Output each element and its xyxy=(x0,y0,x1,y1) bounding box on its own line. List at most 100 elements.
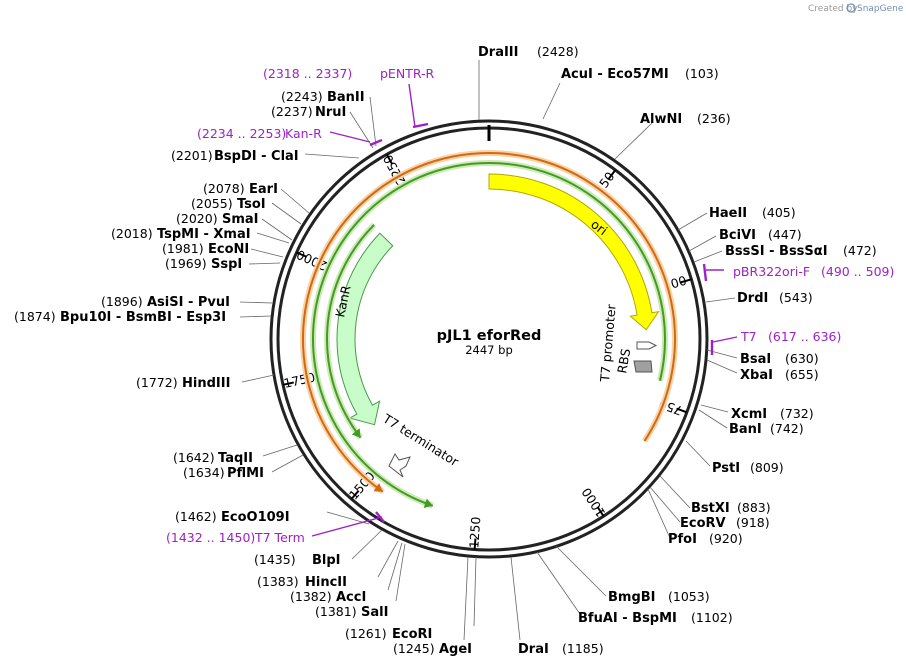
site-drai-pos: (1185) xyxy=(562,641,604,656)
primer-t7-term-range: (1432 .. 1450) xyxy=(166,530,255,545)
t7-promoter xyxy=(636,341,658,350)
leader-agei xyxy=(463,556,469,641)
tick-mark xyxy=(680,278,692,284)
site-bpu10i-pos: (1874) xyxy=(14,309,56,324)
leader-lines xyxy=(239,60,738,641)
site-alwni-pos: (236) xyxy=(697,111,731,126)
site-bmgbi-pos: (1053) xyxy=(668,589,710,604)
site-drdi-pos: (543) xyxy=(779,290,813,305)
site-tspmi: TspMI - XmaI xyxy=(157,227,251,242)
site-smai-pos: (2020) xyxy=(176,211,218,226)
leader-sali xyxy=(395,543,406,602)
site-draiii-pos: (2428) xyxy=(537,44,579,59)
primer-pbr322ori-f: pBR322ori-F xyxy=(733,264,810,279)
feature-ori-arrow xyxy=(488,173,660,331)
credit-brand: SnapGene xyxy=(857,4,904,14)
primer-t7-term: T7 Term xyxy=(254,530,305,545)
primer-t7-range: (617 .. 636) xyxy=(768,329,841,344)
orf-band xyxy=(300,150,678,495)
site-asisi: AsiSI - PvuI xyxy=(147,295,230,310)
leader-blpi xyxy=(351,529,383,560)
orf-line xyxy=(312,162,666,507)
site-haeii: HaeII xyxy=(709,206,747,221)
t7-terminator xyxy=(388,453,411,478)
site-asisi-pos: (1896) xyxy=(101,294,143,309)
leader-alwni xyxy=(614,122,653,160)
site-sali: SalI xyxy=(361,605,388,620)
leader-eari xyxy=(280,188,310,214)
site-bstxi: BstXI xyxy=(691,501,730,516)
site-smai: SmaI xyxy=(222,212,259,227)
primer-pentr-r-range: (2318 .. 2337) xyxy=(263,66,352,81)
site-bsai-pos: (630) xyxy=(785,351,819,366)
site-bsai: BsaI xyxy=(740,352,771,367)
leader-ecori xyxy=(473,556,477,627)
leader-bpu10i xyxy=(239,315,272,318)
site-bfuai-pos: (1102) xyxy=(691,610,733,625)
tick-mark xyxy=(296,251,308,258)
site-ecoo109i: EcoO109I xyxy=(221,510,290,525)
leader-bcivi xyxy=(688,235,717,252)
site-hincii-pos: (1383) xyxy=(257,574,299,589)
site-psti-pos: (809) xyxy=(750,460,784,475)
primer-labels: pENTR-R (2318 .. 2337) Kan-R (2234 .. 22… xyxy=(166,66,894,545)
site-xcmi: XcmI xyxy=(731,407,767,422)
snapgene-logo-icon xyxy=(846,3,856,13)
site-hindiii-pos: (1772) xyxy=(136,375,178,390)
site-nrui-pos: (2237) xyxy=(271,104,313,119)
leader-bani xyxy=(698,409,728,429)
leader-t7-term xyxy=(311,516,383,537)
primer-kan-r: Kan-R xyxy=(285,126,322,141)
site-acui-pos: (103) xyxy=(685,66,719,81)
leader-xbai xyxy=(706,359,738,374)
leader-hincii xyxy=(377,540,399,578)
tick-mark xyxy=(473,538,477,550)
plasmid-size: 2447 bp xyxy=(465,343,513,357)
leader-bspdi xyxy=(304,153,360,159)
site-bcivi-pos: (447) xyxy=(768,227,802,242)
leader-asisi xyxy=(239,301,273,304)
site-ecori-pos: (1261) xyxy=(345,626,387,641)
site-bfuai: BfuAI - BspMI xyxy=(578,611,677,626)
leader-bsssi xyxy=(693,250,723,263)
site-pfoi: PfoI xyxy=(668,532,697,547)
leader-kan-r xyxy=(329,131,371,143)
site-tsoi-pos: (2055) xyxy=(191,196,233,211)
site-acci-pos: (1382) xyxy=(290,589,332,604)
primer-mark-pentr-r xyxy=(412,122,429,129)
leader-acui xyxy=(542,82,561,120)
site-bpu10i: Bpu10I - BsmBI - Esp3I xyxy=(60,310,226,325)
site-acui: AcuI - Eco57MI xyxy=(561,67,669,82)
tick-mark xyxy=(385,153,393,165)
credit-prefix: Created by xyxy=(808,4,858,14)
site-hincii: HincII xyxy=(305,575,347,590)
tick-mark xyxy=(607,169,617,180)
leader-t7 xyxy=(712,336,738,343)
site-bcivi: BciVI xyxy=(719,228,756,243)
leader-drai xyxy=(510,556,521,641)
feature-kanr-arrow xyxy=(336,232,394,426)
site-bspdi: BspDI - ClaI xyxy=(214,149,299,164)
features xyxy=(300,150,678,509)
site-sali-pos: (1381) xyxy=(315,604,357,619)
site-agei: AgeI xyxy=(439,642,472,657)
rbs-box xyxy=(633,360,653,373)
site-hindiii: HindIII xyxy=(182,376,230,391)
site-psti: PstI xyxy=(712,461,740,476)
plasmid-name: pJL1 eforRed xyxy=(437,328,542,344)
primer-mark-kan-r xyxy=(369,138,383,147)
tick-mark xyxy=(676,407,688,414)
backbone xyxy=(269,119,709,559)
site-bsssi: BssSI - BssSαI xyxy=(725,244,828,259)
orf-line xyxy=(302,152,676,493)
site-bspdi-pos: (2201) xyxy=(171,148,213,163)
primer-mark-t7-term xyxy=(375,511,385,523)
site-econi: EcoNI xyxy=(208,242,249,257)
site-pfoi-pos: (920) xyxy=(709,531,743,546)
site-tspmi-pos: (2018) xyxy=(111,226,153,241)
site-ecori: EcoRI xyxy=(392,627,432,642)
orf-arrowhead xyxy=(423,498,433,508)
leader-xcmi xyxy=(700,404,729,413)
primer-mark-pbr322ori-f xyxy=(702,263,708,282)
